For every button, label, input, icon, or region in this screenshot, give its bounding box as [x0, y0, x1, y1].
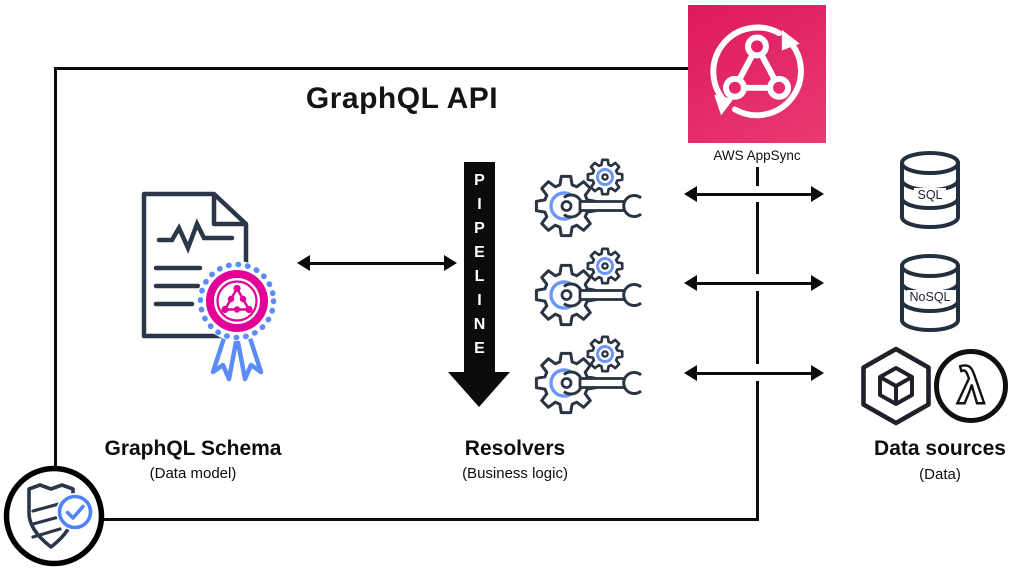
checkmark-icon	[65, 504, 85, 520]
pipeline-letter: N	[473, 316, 486, 333]
pipeline-letter: E	[474, 244, 485, 261]
resolver-gear-wrench-icon	[528, 245, 654, 333]
arrow-schema-pipeline	[310, 261, 444, 265]
arrow-appsync-lambda	[697, 371, 811, 375]
arrow-appsync-sql	[697, 192, 811, 196]
api-box-right-border	[756, 381, 759, 521]
appsync-icon	[688, 5, 826, 143]
resolver-gear-wrench-icon	[528, 156, 654, 244]
schema-sublabel: (Data model)	[149, 465, 237, 482]
data-sources-sublabel: (Data)	[919, 466, 961, 483]
pipeline-letter: E	[474, 340, 485, 357]
lambda-icon: λ	[934, 349, 1008, 423]
resolvers-label: Resolvers	[464, 437, 566, 460]
resolver-gear-wrench-icon	[528, 333, 654, 421]
pipeline-arrowhead	[448, 372, 510, 407]
data-sources-label: Data sources	[874, 437, 1006, 460]
api-box-right-border	[756, 291, 759, 364]
pipeline-letter: P	[474, 172, 485, 189]
page-title: GraphQL API	[305, 82, 499, 115]
pipeline-arrow: P I P E L I N E	[464, 162, 495, 373]
pipeline-letter: P	[474, 220, 485, 237]
api-box-bottom-border	[104, 518, 758, 521]
arrow-appsync-nosql	[697, 281, 811, 285]
appsync-label: AWS AppSync	[713, 148, 801, 163]
schema-certificate-icon	[141, 191, 277, 382]
svg-text:λ: λ	[957, 358, 985, 414]
api-box-right-border	[756, 202, 759, 274]
api-box-top-border	[55, 67, 688, 70]
appsync-sync-graphql-icon	[710, 24, 804, 119]
pipeline-letter: I	[477, 196, 482, 213]
pipeline-letter: I	[477, 292, 482, 309]
module-cube-icon	[861, 346, 931, 426]
schema-label: GraphQL Schema	[104, 437, 282, 460]
sql-label: SQL	[898, 188, 962, 202]
api-box-left-border	[54, 67, 57, 466]
api-box-right-border	[756, 167, 759, 186]
shield-check-icon	[3, 465, 105, 567]
resolvers-sublabel: (Business logic)	[462, 465, 568, 482]
pipeline-letter: L	[474, 268, 485, 285]
nosql-label: NoSQL	[898, 290, 962, 304]
